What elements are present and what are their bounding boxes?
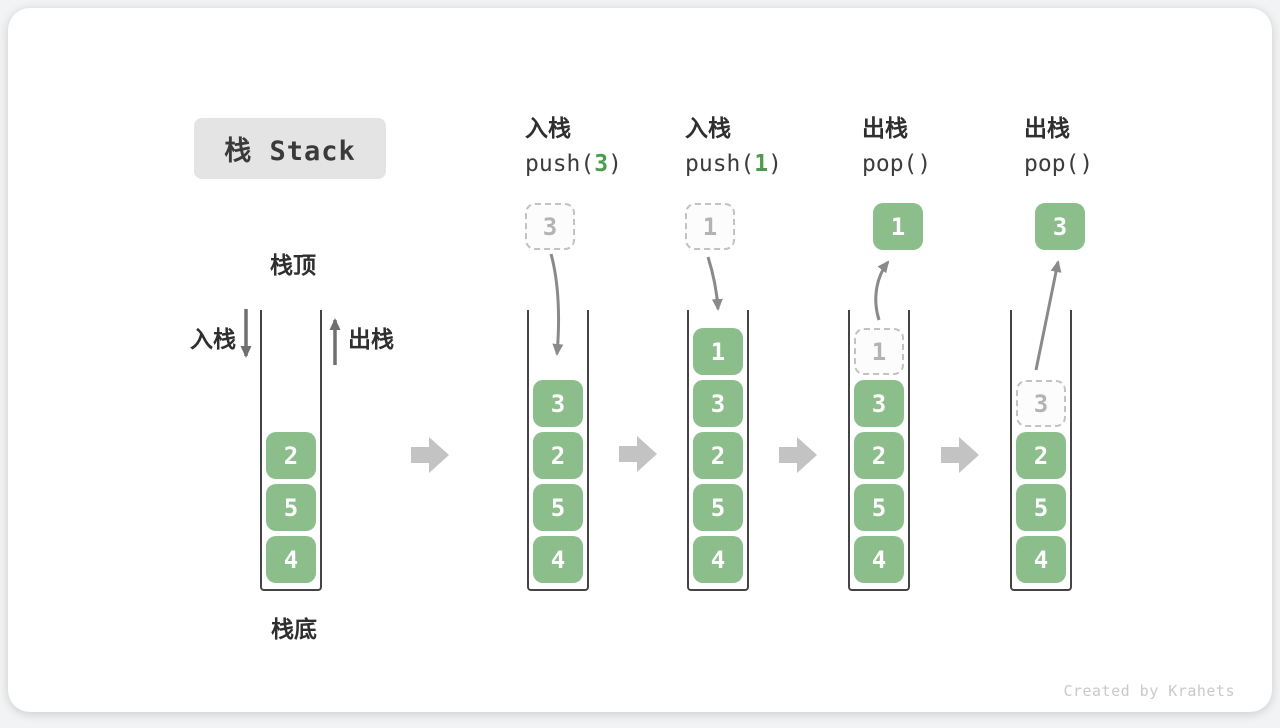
op-header-push-1: 入栈 push(1) <box>685 112 782 182</box>
op-label: 入栈 <box>525 116 571 142</box>
stack-well-1: 3 2 5 4 <box>527 310 589 591</box>
op-code-text: push( <box>525 151 595 177</box>
stack-element-2: 2 <box>266 432 316 479</box>
stack-element-3: 3 <box>533 380 583 427</box>
op-label: 入栈 <box>685 116 731 142</box>
stack-well-initial: 2 5 4 <box>260 310 322 591</box>
stack-element-5: 5 <box>854 484 904 531</box>
watermark: Created by Krahets <box>1063 682 1235 700</box>
push-direction-label: 入栈 <box>190 327 236 353</box>
stack-element-5: 5 <box>533 484 583 531</box>
ghost-element-3: 3 <box>1016 380 1066 427</box>
stack-element-5: 5 <box>266 484 316 531</box>
op-code-text: pop() <box>1024 151 1094 177</box>
stack-element-2: 2 <box>1016 432 1066 479</box>
stack-element-floating-1: 1 <box>873 203 923 250</box>
op-header-pop-3: 出栈 pop() <box>1024 112 1093 182</box>
op-header-push-0: 入栈 push(3) <box>525 112 622 182</box>
op-code-text: pop() <box>862 151 932 177</box>
op-header-pop-2: 出栈 pop() <box>862 112 931 182</box>
stack-element-2: 2 <box>533 432 583 479</box>
diagram-title: 栈 Stack <box>194 118 386 179</box>
flow-arrow-icon <box>619 436 657 472</box>
op-code-text: ) <box>608 151 622 177</box>
ghost-element-floating-1: 1 <box>685 203 735 250</box>
op-code-arg: 3 <box>594 151 609 177</box>
stack-element-4: 4 <box>533 536 583 583</box>
pop-direction-label: 出栈 <box>348 327 394 353</box>
stack-element-floating-3: 3 <box>1035 203 1085 250</box>
stack-element-4: 4 <box>266 536 316 583</box>
stack-bottom-label: 栈底 <box>271 617 317 643</box>
op-code: push(1) <box>685 147 782 182</box>
stack-element-5: 5 <box>1016 484 1066 531</box>
stack-element-2: 2 <box>693 432 743 479</box>
ghost-element-floating-3: 3 <box>525 203 575 250</box>
op-code-arg: 1 <box>754 151 769 177</box>
op-code: push(3) <box>525 147 622 182</box>
stack-element-4: 4 <box>854 536 904 583</box>
op-code: pop() <box>862 147 931 182</box>
stack-element-3: 3 <box>854 380 904 427</box>
stack-element-4: 4 <box>693 536 743 583</box>
op-label: 出栈 <box>862 116 908 142</box>
op-code-text: push( <box>685 151 755 177</box>
stack-element-4: 4 <box>1016 536 1066 583</box>
flow-arrow-icon <box>411 437 449 473</box>
flow-arrow-icon <box>779 437 817 473</box>
stack-element-1: 1 <box>693 328 743 375</box>
ghost-element-1: 1 <box>854 328 904 375</box>
flow-arrow-icon <box>941 437 979 473</box>
op-label: 出栈 <box>1024 116 1070 142</box>
stack-well-4: 3 2 5 4 <box>1010 310 1072 591</box>
op-code: pop() <box>1024 147 1093 182</box>
stack-top-label: 栈顶 <box>270 253 316 279</box>
stack-element-3: 3 <box>693 380 743 427</box>
stack-well-3: 1 3 2 5 4 <box>848 310 910 591</box>
push-1-arrow-icon <box>706 256 723 311</box>
stack-well-2: 1 3 2 5 4 <box>687 310 749 591</box>
stack-element-5: 5 <box>693 484 743 531</box>
stack-element-2: 2 <box>854 432 904 479</box>
op-code-text: ) <box>768 151 782 177</box>
